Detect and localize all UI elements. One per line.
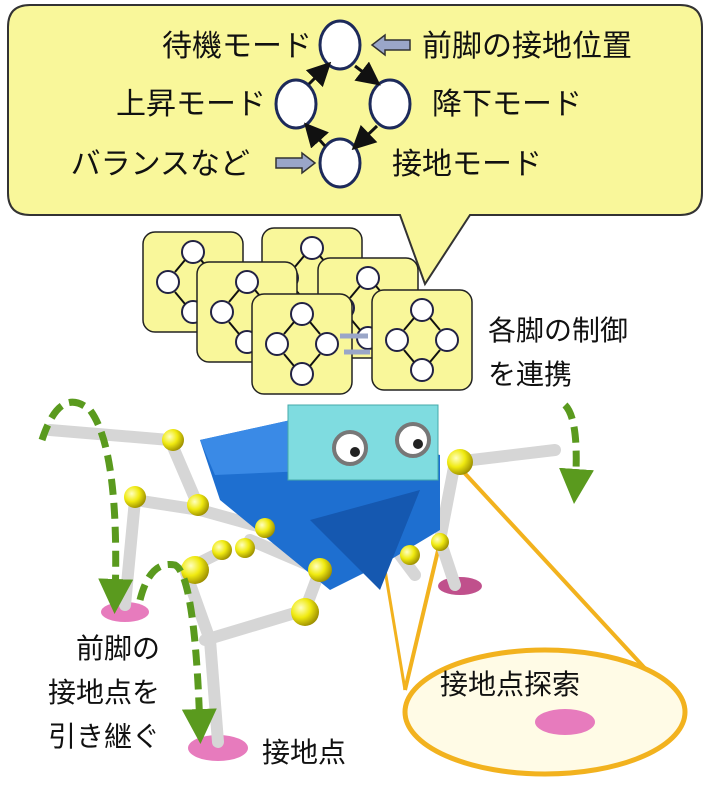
input-arrow-front-leg — [370, 33, 411, 57]
input-label-balance: バランスなど — [71, 147, 250, 182]
input-arrow-balance — [275, 151, 317, 175]
robot-eye — [332, 430, 368, 466]
handover-label-line2: 接地点を — [48, 676, 160, 709]
transition-arrows — [303, 61, 381, 151]
handover-label-line1: 前脚の — [76, 632, 160, 665]
leg-controller-card — [251, 293, 353, 395]
state-node-standby — [318, 19, 362, 71]
leg-controller-card — [371, 289, 473, 391]
state-node-descend — [368, 78, 412, 130]
robot — [44, 404, 561, 748]
swing-trajectory-arrows — [38, 398, 594, 744]
cards-label-line1: 各脚の制御 — [488, 314, 628, 347]
contact-point-label: 接地点 — [262, 736, 346, 769]
cards-label-line2: を連携 — [488, 358, 572, 391]
state-label-descend: 降下モード — [432, 87, 582, 122]
state-machine-callout: 待機モード 前脚の接地位置 上昇モード 降下モード バランスなど 接地モード — [7, 4, 703, 287]
contact-search-cone — [368, 464, 688, 777]
robot-joints — [124, 429, 473, 626]
robot-eye — [395, 422, 431, 458]
state-node-ascend — [274, 78, 318, 130]
input-label-front-leg: 前脚の接地位置 — [422, 29, 632, 64]
state-label-standby: 待機モード — [162, 29, 312, 64]
state-node-ground — [318, 137, 362, 189]
handover-label-line3: 引き継ぐ — [48, 720, 160, 753]
leg-controller-cards — [142, 227, 473, 395]
state-label-ground: 接地モード — [392, 147, 542, 182]
state-label-ascend: 上昇モード — [116, 87, 266, 122]
search-label: 接地点探索 — [440, 668, 580, 701]
